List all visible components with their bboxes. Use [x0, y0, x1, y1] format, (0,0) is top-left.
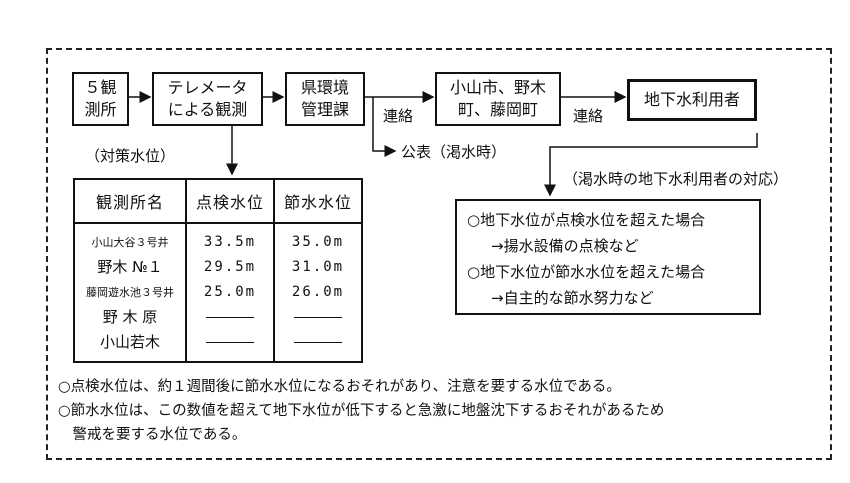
station-name-column: 小山大谷３号井野木 №１ 藤岡遊水池３号井野 木 原小山若木 — [73, 222, 187, 363]
save-level-cell — [279, 305, 357, 330]
box-telemeter-label: テレメータ による観測 — [167, 78, 248, 119]
note-line: 警戒を要する水位である。 — [58, 427, 247, 443]
no-value-dash — [206, 316, 254, 318]
label-taisaku-suii: （対策水位） — [85, 147, 176, 165]
save-level-cell: 31.0m — [291, 259, 345, 275]
save-level-column: 35.0m 31.0m 26.0m — [273, 222, 363, 363]
label-kouhyou: 公表（渇水時） — [401, 143, 507, 161]
box-observation-stations: ５観 測所 — [72, 72, 129, 126]
note-line: ○節水水位は、この数値を超えて地下水位が低下すると急激に地盤沈下するおそれがある… — [58, 403, 665, 419]
station-name-cell: 野木 №１ — [97, 258, 163, 276]
header-save-level: 節水水位 — [273, 178, 363, 224]
user-response-box: ○地下水位が点検水位を超えた場合 →揚水設備の点検など ○地下水位が節水水位を超… — [455, 199, 761, 315]
arrow-kouhyou — [372, 97, 397, 157]
note-line: ○点検水位は、約１週間後に節水水位になるおそれがあり、注意を要する水位である。 — [58, 379, 621, 395]
header-check-level: 点検水位 — [185, 178, 275, 224]
diagram-frame — [46, 48, 832, 460]
no-value-dash — [294, 316, 342, 318]
box-municipalities: 小山市、野木 町、藤岡町 — [435, 72, 561, 126]
box-prefecture-office: 県環境 管理課 — [285, 72, 365, 126]
no-value-dash — [206, 341, 254, 343]
check-level-cell — [191, 305, 269, 330]
check-level-cell: 29.5m — [203, 259, 257, 275]
box-observation-stations-label: ５観 測所 — [84, 78, 117, 119]
arrow-to-response — [544, 133, 758, 197]
box-prefecture-office-label: 県環境 管理課 — [300, 78, 349, 119]
station-name-cell: 小山大谷３号井 — [91, 236, 169, 249]
box-groundwater-users: 地下水利用者 — [627, 79, 757, 121]
no-value-dash — [294, 341, 342, 343]
header-station-name: 観測所名 — [73, 178, 187, 224]
save-level-cell: 26.0m — [291, 284, 345, 300]
response-line: ○地下水位が節水水位を超えた場合 — [467, 263, 706, 281]
check-level-cell — [191, 330, 269, 355]
station-name-cell: 野 木 原 — [102, 308, 158, 326]
response-line: ○地下水位が点検水位を超えた場合 — [467, 211, 706, 229]
response-line: →揚水設備の点検など — [491, 237, 639, 255]
station-name-cell: 藤岡遊水池３号井 — [86, 286, 174, 299]
box-telemeter: テレメータ による観測 — [152, 72, 263, 126]
label-renraku-2: 連絡 — [573, 107, 604, 125]
table-header-row: 観測所名 点検水位 節水水位 — [73, 178, 363, 224]
check-level-cell: 25.0m — [203, 284, 257, 300]
check-level-column: 33.5m 29.5m 25.0m — [185, 222, 275, 363]
box-groundwater-users-label: 地下水利用者 — [643, 90, 740, 109]
label-renraku-1: 連絡 — [383, 107, 414, 125]
water-level-table: 観測所名 点検水位 節水水位 小山大谷３号井野木 №１ 藤岡遊水池３号井野 木 原… — [73, 178, 363, 363]
box-municipalities-label: 小山市、野木 町、藤岡町 — [449, 78, 546, 119]
check-level-cell: 33.5m — [203, 234, 257, 250]
station-name-cell: 小山若木 — [99, 333, 160, 351]
response-line: →自主的な節水努力など — [491, 289, 654, 307]
save-level-cell: 35.0m — [291, 234, 345, 250]
label-katsusui-taiou: （渇水時の地下水利用者の対応） — [563, 170, 789, 188]
table-body: 小山大谷３号井野木 №１ 藤岡遊水池３号井野 木 原小山若木 33.5m 29.5m… — [73, 222, 363, 363]
save-level-cell — [279, 330, 357, 355]
